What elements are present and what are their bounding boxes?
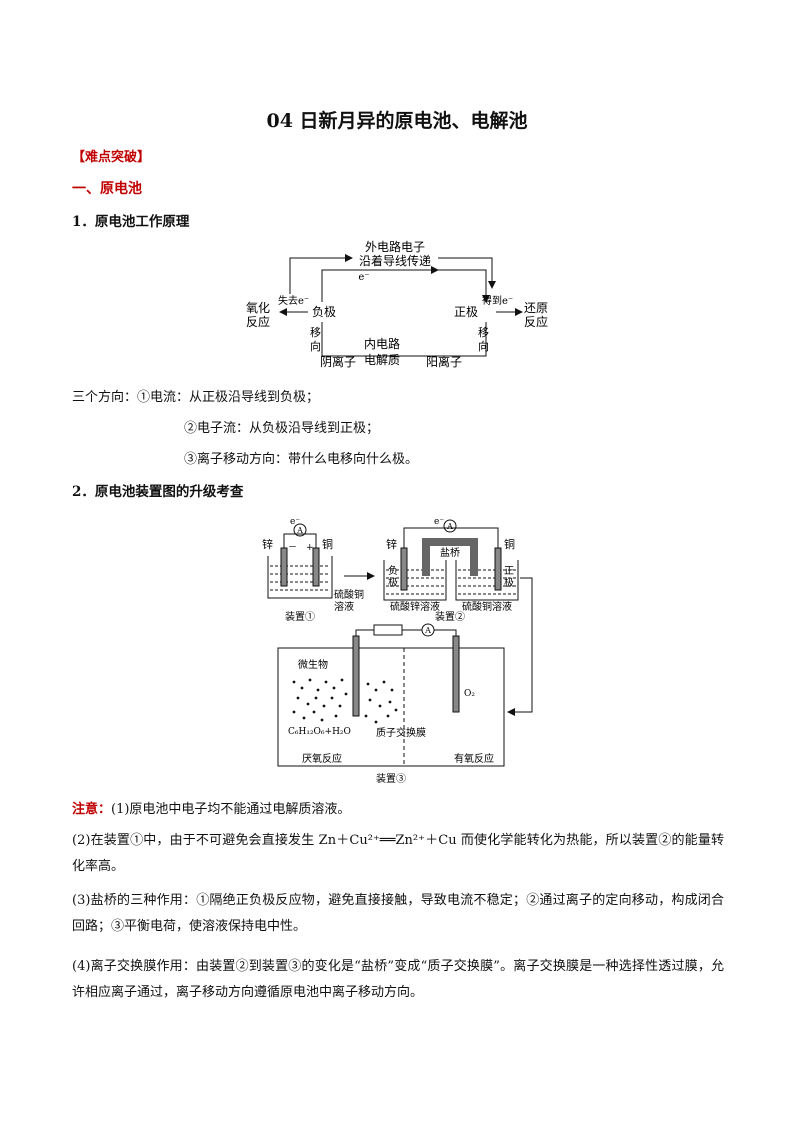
note-4: (4)离子交换膜作用：由装置②到装置③的变化是“盐桥”变成“质子交换膜”。离子交… <box>72 959 724 1000</box>
note-3: (3)盐桥的三种作用：①隔绝正负极反应物，避免直接接触，导致电流不稳定；②通过离… <box>72 893 724 934</box>
device1-zinc-label: 锌 <box>262 537 273 551</box>
anaerobic-label: 厌氧反应 <box>302 752 342 765</box>
direction-electron: ②电子流：从负极沿导线到正极； <box>184 421 380 436</box>
device1-plus-label: + <box>306 543 314 553</box>
device2-pos-label-2: 极 <box>504 576 514 589</box>
device2-pos-label-1: 正 <box>504 566 514 577</box>
note-1: 注意：(1)原电池中电子均不能通过电解质溶液。 <box>72 797 724 823</box>
device1-solution-label-1: 硫酸铜 <box>334 588 364 601</box>
oxidation-label-1: 氧化 <box>246 301 270 315</box>
salt-bridge-label: 盐桥 <box>440 546 460 559</box>
inner-circuit-label-2: 电解质 <box>364 353 400 367</box>
gain-electron-label: 得到e⁻ <box>482 295 513 307</box>
galvanic-principle-diagram: 外电路电子 沿着导线传递 e⁻ 失去e⁻ 得到e⁻ 氧化 反应 还原 反应 负极… <box>246 239 548 369</box>
aerobic-label: 有氧反应 <box>454 752 494 765</box>
lose-electron-label: 失去e⁻ <box>278 294 309 307</box>
page-title: 04 日新月异的原电池、电解池 <box>266 110 528 132</box>
positive-electrode-label: 正极 <box>454 305 478 319</box>
membrane-label: 质子交换膜 <box>376 726 426 739</box>
device2-neg-label-2: 极 <box>388 576 398 589</box>
note-1-text: (1)原电池中电子均不能通过电解质溶液。 <box>111 802 351 817</box>
reduction-label-2: 反应 <box>524 314 548 329</box>
device2-cuso4-label: 硫酸铜溶液 <box>462 600 512 613</box>
outer-circuit-label-1: 外电路电子 <box>365 239 425 254</box>
subsection-heading-2: 2．原电池装置图的升级考查 <box>72 484 244 500</box>
device1-label: 装置① <box>285 610 315 623</box>
device2-label: 装置② <box>435 610 465 623</box>
device1-electron-label: e⁻ <box>290 517 300 527</box>
oxygen-label: O₂ <box>464 689 475 699</box>
device2-zinc-label: 锌 <box>386 537 397 551</box>
device2-copper-label: 铜 <box>504 537 515 551</box>
section-heading: 一、原电池 <box>72 181 142 197</box>
microbe-label: 微生物 <box>298 658 328 671</box>
section-tag: 【难点突破】 <box>72 150 151 165</box>
directions-intro: 三个方向：①电流：从正极沿导线到负极； <box>72 390 320 405</box>
note-label: 注意： <box>72 802 112 817</box>
device3-label: 装置③ <box>376 772 406 785</box>
ammeter-1-label: A <box>296 526 303 535</box>
reduction-label-1: 还原 <box>524 301 548 315</box>
glucose-label: C₆H₁₂O₆+H₂O <box>288 727 351 737</box>
oxidation-label-2: 反应 <box>246 314 270 329</box>
device2-znso4-label: 硫酸锌溶液 <box>390 600 440 613</box>
move-label-left-2: 向 <box>310 339 321 353</box>
note-2: (2)在装置①中，由于不可避免会直接发生 Zn＋Cu²⁺══Zn²⁺＋Cu 而使… <box>72 833 724 874</box>
anion-label: 阴离子 <box>320 354 356 369</box>
device2-electron-label: e⁻ <box>434 517 444 527</box>
device1-minus-label: － <box>288 543 297 553</box>
electron-label: e⁻ <box>358 272 369 283</box>
ammeter-2-label: A <box>446 522 453 531</box>
device2-neg-label-1: 负 <box>388 564 398 577</box>
direction-ion: ③离子移动方向：带什么电移向什么极。 <box>184 452 419 467</box>
subsection-heading-1: 1．原电池工作原理 <box>72 214 190 230</box>
outer-circuit-label-2: 沿着导线传递 <box>359 253 431 268</box>
device1-copper-label: 铜 <box>322 537 333 551</box>
cation-label: 阳离子 <box>426 354 462 369</box>
negative-electrode-label: 负极 <box>312 305 336 319</box>
move-label-left-1: 移 <box>310 326 321 339</box>
device1-solution-label-2: 溶液 <box>334 600 354 613</box>
galvanic-devices-diagram: A e⁻ 锌 铜 － + 硫酸铜 溶液 装置① A e⁻ 锌 铜 盐桥 负 极 … <box>262 517 533 785</box>
ammeter-3-label: A <box>424 626 431 635</box>
move-label-right-1: 移 <box>478 326 489 339</box>
move-label-right-2: 向 <box>478 339 489 353</box>
inner-circuit-label-1: 内电路 <box>364 336 400 351</box>
